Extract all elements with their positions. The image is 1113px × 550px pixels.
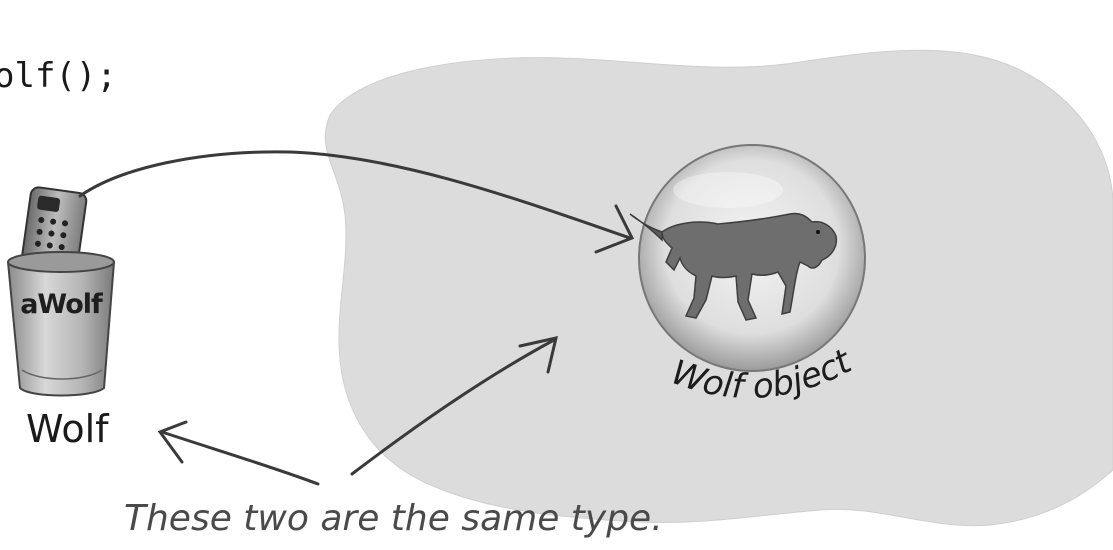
code-line: olf(); (0, 56, 117, 96)
caption-text: These two are the same type. (124, 498, 663, 539)
caption-arrow-to-type (160, 422, 318, 484)
reference-type-label: Wolf (26, 407, 110, 451)
reference-variable-label: aWolf (20, 289, 103, 320)
reference-cup (8, 252, 114, 396)
